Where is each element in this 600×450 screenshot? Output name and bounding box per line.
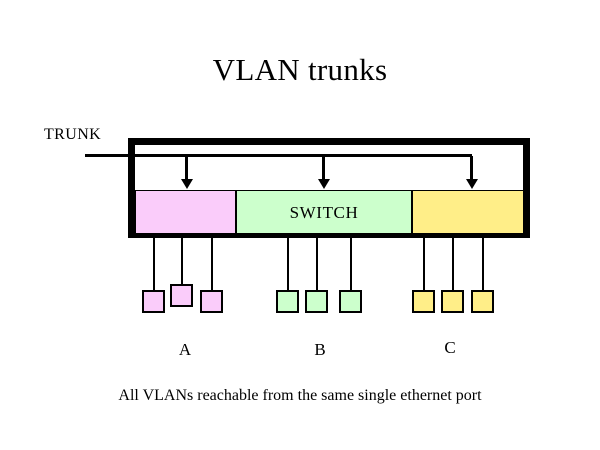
host-drop-line-c-2 [452, 238, 454, 290]
host-node-a-3 [200, 290, 223, 313]
host-node-b-1 [276, 290, 299, 313]
vlan-arrow-stem-a [185, 156, 188, 182]
trunk-label: TRUNK [44, 126, 102, 143]
vlan-arrow-head-a [180, 179, 193, 189]
vlan-arrow-stem-b [322, 156, 325, 182]
vlan-band-c [412, 190, 524, 234]
host-drop-line-b-2 [316, 238, 318, 290]
host-drop-line-a-2 [181, 238, 183, 284]
host-node-a-2 [170, 284, 193, 307]
switch-label: SWITCH [289, 203, 359, 222]
host-node-a-1 [142, 290, 165, 313]
host-drop-line-b-1 [287, 238, 289, 290]
host-drop-line-c-1 [423, 238, 425, 290]
internal-bus-line [135, 154, 472, 157]
host-drop-line-a-1 [153, 238, 155, 290]
host-node-b-2 [305, 290, 328, 313]
host-drop-line-c-3 [482, 238, 484, 290]
vlan-arrow-stem-c [470, 156, 473, 182]
host-node-c-1 [412, 290, 435, 313]
host-drop-line-b-3 [350, 238, 352, 290]
vlan-group-label-a: A [178, 340, 192, 359]
vlan-arrow-head-c [465, 179, 478, 189]
diagram-caption: All VLANs reachable from the same single… [118, 387, 482, 404]
page-title: VLAN trunks [212, 52, 388, 87]
vlan-group-label-c: C [444, 338, 456, 357]
host-drop-line-a-3 [211, 238, 213, 290]
bus-elbow-segment [470, 156, 473, 160]
host-node-c-3 [471, 290, 494, 313]
trunk-connection-line [85, 154, 135, 157]
vlan-arrow-head-b [317, 179, 330, 189]
host-node-c-2 [441, 290, 464, 313]
vlan-band-b: SWITCH [236, 190, 412, 234]
vlan-band-a [135, 190, 236, 234]
vlan-group-label-b: B [314, 340, 326, 359]
host-node-b-3 [339, 290, 362, 313]
